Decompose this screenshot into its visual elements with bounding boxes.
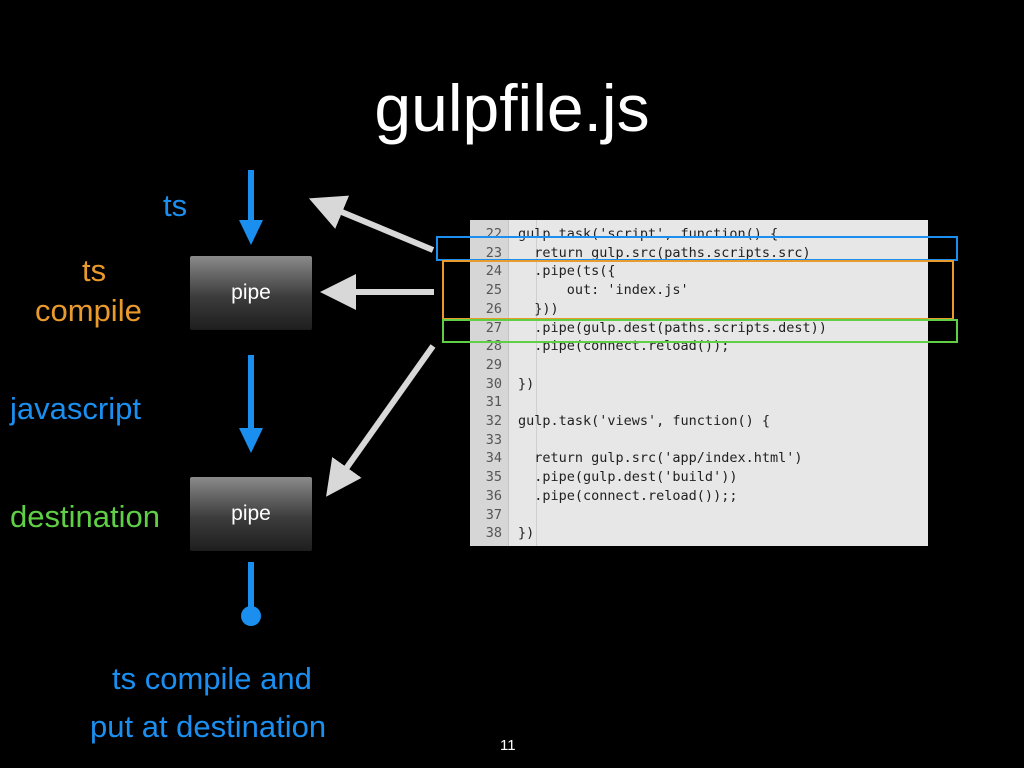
down-arrow-javascript (239, 355, 263, 453)
code-line: 32 gulp.task('views', function() { (470, 412, 928, 430)
slide-title: gulpfile.js (374, 71, 650, 145)
highlight-ts-compile-orange (442, 260, 954, 320)
line-number: 29 (485, 356, 502, 373)
line-number: 38 (485, 525, 502, 542)
label-destination: destination (10, 499, 160, 534)
line-number: 32 (485, 413, 502, 429)
code-text: out: 'index.js' (518, 282, 689, 299)
code-text: .pipe(ts({ (518, 263, 616, 280)
code-line: 23 return gulp.src(paths.scripts.src) (470, 244, 928, 262)
highlight-src-blue (436, 236, 958, 261)
arrow-to-pipe-destination (326, 344, 436, 497)
line-number: 25 (485, 282, 502, 299)
code-line: 34 return gulp.src('app/index.html') (470, 449, 928, 467)
code-text: .pipe(gulp.dest(paths.scripts.dest)) (518, 319, 827, 336)
code-line: 37 (470, 506, 928, 524)
code-line: 30}) (470, 375, 928, 393)
arrow-to-ts (308, 195, 435, 253)
down-arrow-ts (239, 170, 263, 245)
code-line: 29 (470, 356, 928, 374)
line-number: 27 (485, 319, 502, 336)
blue-flow-arrows (239, 170, 263, 626)
highlight-dest-green (442, 319, 958, 343)
label-ts: ts (163, 188, 188, 223)
label-ts-compile-line1: ts (82, 253, 107, 288)
line-number: 33 (485, 431, 502, 448)
code-text: }) (518, 525, 535, 542)
code-text: return gulp.src('app/index.html') (518, 450, 803, 467)
line-number: 34 (485, 450, 502, 467)
line-number-gutter (470, 220, 509, 546)
code-text: })) (518, 300, 559, 317)
indent-guide (536, 220, 537, 546)
code-line: 25 out: 'index.js' (470, 281, 928, 299)
line-number: 37 (485, 506, 502, 523)
line-number: 22 (485, 226, 502, 242)
code-text: return gulp.src(paths.scripts.src) (518, 244, 811, 261)
code-text: }) (518, 375, 535, 392)
code-line: 26 })) (470, 300, 928, 318)
line-number: 36 (485, 487, 502, 504)
line-number: 23 (485, 244, 502, 261)
code-text: .pipe(connect.reload());; (518, 487, 738, 504)
code-line: 22 gulp.task('script', function() { (470, 225, 928, 243)
line-number: 30 (485, 375, 502, 392)
pipe-box-compile: pipe (190, 256, 312, 330)
line-number: 31 (485, 394, 502, 411)
pipe-box-destination: pipe (190, 477, 312, 551)
code-line: 38}) (470, 524, 928, 542)
footer-caption-line2: put at destination (90, 709, 327, 744)
page-number: 11 (500, 737, 516, 754)
code-line: 31 (470, 393, 928, 411)
line-number: 35 (485, 469, 502, 486)
footer-caption-line1: ts compile and (112, 661, 312, 696)
code-screenshot: 22 gulp.task('script', function() { 23 ret… (470, 220, 928, 546)
end-connector-dot (241, 562, 261, 626)
code-text: gulp.task('views', function() { (518, 413, 770, 429)
line-number: 24 (485, 263, 502, 280)
code-line: 36 .pipe(connect.reload());; (470, 487, 928, 505)
label-ts-compile-line2: compile (35, 293, 142, 328)
label-javascript: javascript (10, 391, 141, 426)
line-number: 26 (485, 300, 502, 317)
code-line: 35 .pipe(gulp.dest('build')) (470, 468, 928, 486)
code-line: 27 .pipe(gulp.dest(paths.scripts.dest)) (470, 319, 928, 337)
code-text: gulp.task('script', function() { (518, 226, 779, 242)
code-text: .pipe(gulp.dest('build')) (518, 469, 738, 486)
gray-pointer-arrows (308, 195, 436, 497)
code-line: 24 .pipe(ts({ (470, 262, 928, 280)
code-line: 33 (470, 431, 928, 449)
